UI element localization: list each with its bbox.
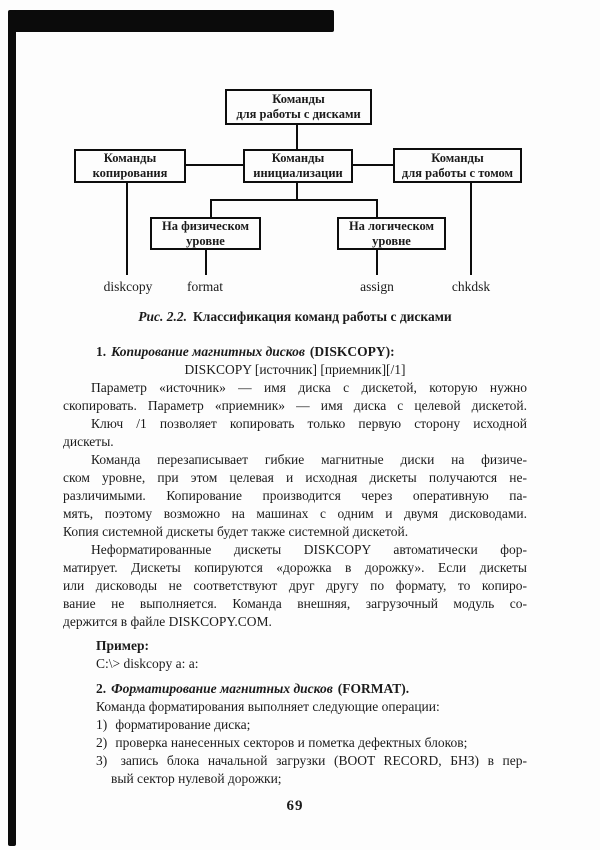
paragraph-line: матирует. Дискеты копируются «дорожка в … (63, 560, 527, 575)
diagram-box-physical-level: На физическом уровне (150, 217, 261, 250)
connector-branch-to-physical (210, 199, 212, 217)
diagram-box-line: для работы с дисками (236, 107, 361, 121)
list-item: 1) форматирование диска; (63, 716, 527, 734)
paragraph-line: Ключ /1 позволяет копировать только перв… (91, 416, 527, 431)
command-syntax-line: DISKCOPY [источник] [приемник][/1] (184, 362, 406, 377)
diagram-box-line: уровне (372, 233, 411, 248)
section-number: 1. (96, 344, 107, 359)
list-item-text: проверка нанесенных секторов и пометка д… (115, 735, 468, 750)
scan-artifact-left-bar (8, 10, 16, 846)
list-item: 3) запись блока начальной загрузки (BOOT… (63, 752, 527, 770)
paragraph-line: различимыми. Копирование производится че… (63, 488, 527, 503)
diagram-box-line: копирования (92, 166, 168, 180)
list-item-text: форматирование диска; (115, 717, 251, 732)
diagram-box-line: инициализации (253, 166, 343, 180)
diagram-box-line: На физическом (161, 218, 250, 233)
list-item-marker: 2) (96, 735, 108, 750)
paragraph-line: скопировать. Параметр «приемник» — имя д… (63, 398, 527, 413)
figure-caption-number: Рис. 2.2. (138, 309, 188, 324)
section-title: Форматирование магнитных дисков (111, 681, 333, 696)
diagram-box-copy-commands: Команды копирования (74, 149, 186, 183)
section-number: 2. (96, 681, 107, 696)
paragraph-line: или дисководы не соответствуют друг друг… (63, 578, 527, 593)
connector-physical-to-format (205, 250, 207, 275)
connector-root-to-init (296, 125, 298, 149)
example-label: Пример: (96, 638, 149, 653)
diagram-label-assign: assign (360, 279, 394, 294)
connector-init-down (296, 183, 298, 200)
diagram-box-line: Команды (103, 151, 157, 165)
paragraph-line: мять, поэтому возможно на машинах с одни… (63, 506, 527, 521)
list-item: 2) проверка нанесенных секторов и пометк… (63, 734, 527, 752)
connector-logical-to-assign (376, 250, 378, 275)
paragraph-line: Команда перезаписывает гибкие магнитные … (91, 452, 527, 467)
diagram-box-line: Команды (431, 150, 484, 165)
section-title: Копирование магнитных дисков (111, 344, 305, 359)
section-title-suffix: (FORMAT). (337, 681, 410, 696)
paragraph-line: дискеты. (63, 434, 114, 449)
section-heading-format: 2. Форматирование магнитных дисков (FORMAT… (63, 680, 527, 698)
diagram-label-format: format (187, 279, 223, 294)
list-item-text: запись блока начальной загрузки (BOOT RE… (120, 753, 527, 768)
diagram-box-line: Команды (272, 92, 325, 106)
figure-caption: Рис. 2.2. Классификация команд работы с д… (63, 308, 527, 326)
connector-volume-to-chkdsk (470, 183, 472, 275)
connector-copy-to-diskcopy (126, 183, 128, 275)
connector-branch-to-logical (376, 199, 378, 217)
scan-artifact-top-bar (12, 10, 334, 32)
page-number: 69 (286, 798, 304, 814)
diagram-label-chkdsk: chkdsk (451, 279, 491, 294)
diagram-box-line: На логическом (348, 218, 435, 233)
diagram-box-volume-commands: Команды для работы с томом (393, 148, 522, 183)
list-item-continuation: вый сектор нулевой дорожки; (111, 771, 282, 786)
text-column: Рис. 2.2. Классификация команд работы с д… (63, 308, 527, 815)
diagram-box-line: уровне (186, 233, 225, 248)
diagram-box-init-commands: Команды инициализации (243, 149, 353, 183)
connector-copy-to-init (186, 164, 243, 166)
paragraph-line: держится в файле DISKCOPY.COM. (63, 614, 272, 629)
section-heading-diskcopy: 1. Копирование магнитных дисков (DISKCOPY)… (63, 343, 527, 361)
diagram-label-diskcopy: diskcopy (103, 279, 153, 294)
paragraph-line: Копия системной дискеты будет также сист… (63, 524, 409, 539)
diagram-box-disk-commands: Команды для работы с дисками (225, 89, 372, 125)
list-item-marker: 1) (96, 717, 108, 732)
diagram-box-line: для работы с томом (401, 165, 514, 180)
connector-branch-horizontal (210, 199, 378, 201)
diagram-box-logical-level: На логическом уровне (337, 217, 446, 250)
section-title-suffix: (DISKCOPY): (309, 344, 395, 359)
list-item-marker: 3) (96, 753, 108, 768)
paragraph-line: Команда форматирования выполняет следующ… (96, 699, 440, 714)
paragraph-line: Параметр «источник» — имя диска с дискет… (91, 380, 527, 395)
paragraph-line: Неформатированные дискеты DISKCOPY автом… (91, 542, 527, 557)
example-command-line: C:\> diskcopy a: a: (96, 656, 199, 671)
figure-caption-text: Классификация команд работы с дисками (193, 309, 452, 324)
connector-init-to-volume (353, 164, 393, 166)
diagram-box-line: Команды (271, 151, 325, 165)
paragraph-line: ском уровне, при этом целевая и исходная… (63, 470, 527, 485)
paragraph-line: вание не выполняется. Команда внешняя, з… (63, 596, 527, 611)
